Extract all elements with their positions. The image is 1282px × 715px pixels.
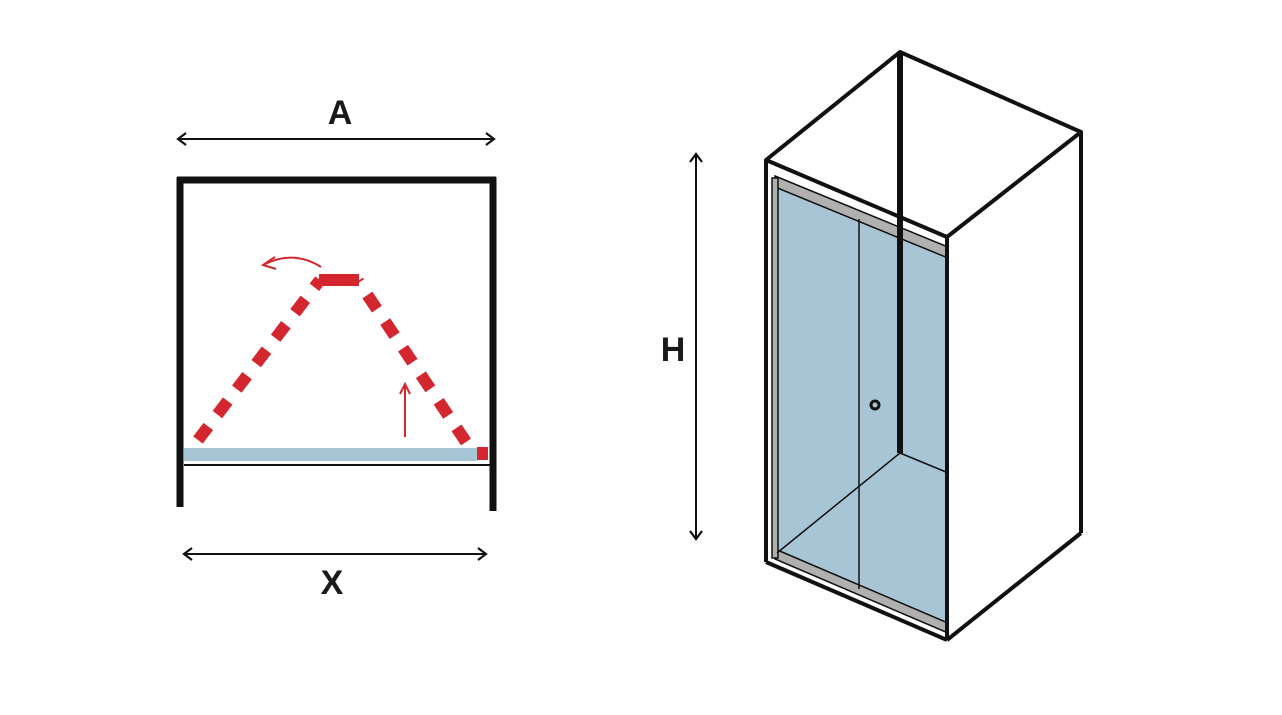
- dimension-a-label: A: [328, 94, 353, 132]
- swing-path-right: [353, 277, 471, 446]
- plan-door-swing-path: [193, 276, 471, 446]
- dimension-a-right-arrowhead: [485, 132, 496, 146]
- dimension-h-bottom-arrowhead: [689, 530, 703, 541]
- door-glass-panel: [777, 183, 946, 628]
- enclosure-bottom-front: [765, 560, 948, 642]
- floor-edge-left: [776, 452, 901, 554]
- floor-edge-right: [899, 452, 947, 473]
- plan-glass-door: [184, 448, 477, 461]
- dimension-x: X: [182, 547, 488, 602]
- dimension-x-left-arrowhead: [182, 547, 193, 561]
- door-left-frame: [771, 177, 779, 559]
- plan-door-hinge: [477, 447, 488, 460]
- plan-view: A: [176, 94, 497, 602]
- curved-motion-arrow: [260, 256, 322, 270]
- swing-path-left: [193, 276, 325, 444]
- isometric-view: H: [661, 50, 1083, 642]
- dimension-h-top-arrowhead: [689, 152, 703, 163]
- door-handle: [869, 399, 881, 411]
- dimension-x-label: X: [321, 564, 344, 602]
- dimension-x-right-arrowhead: [477, 547, 488, 561]
- swing-path-top: [319, 274, 359, 286]
- enclosure-outline: [764, 50, 1083, 642]
- dimension-a-left-arrowhead: [176, 132, 187, 146]
- plan-walls: [176, 176, 497, 511]
- dimension-a: A: [176, 94, 496, 146]
- enclosure-bottom-right: [945, 531, 1083, 642]
- dimension-h-label: H: [661, 331, 686, 369]
- up-motion-arrow: [399, 381, 411, 437]
- dimension-h: H: [661, 152, 703, 541]
